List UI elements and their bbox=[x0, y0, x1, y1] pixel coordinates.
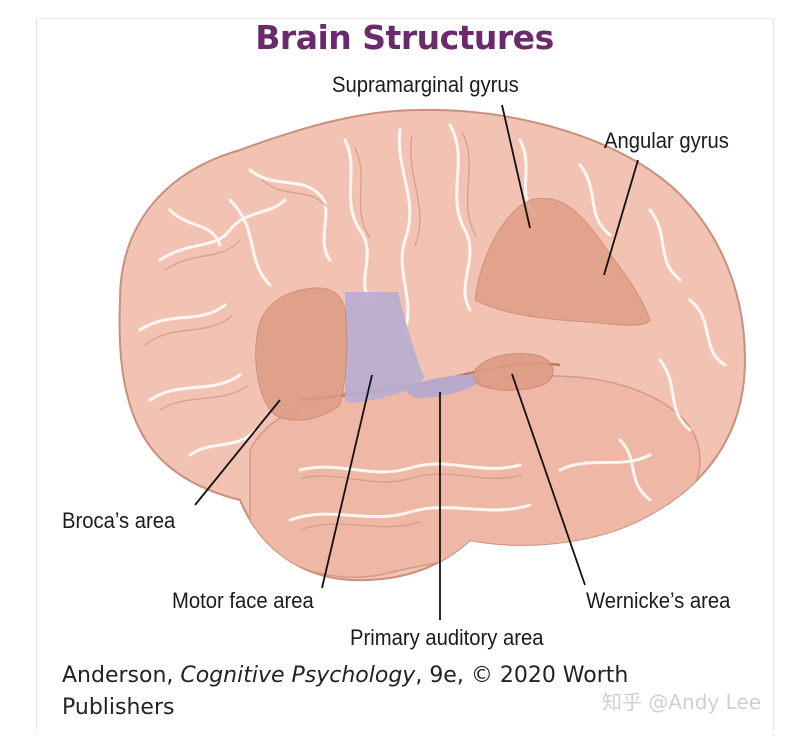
citation-edition: , 9e, © 2020 Worth bbox=[415, 663, 629, 688]
gyri-folds bbox=[138, 123, 727, 522]
label-supramarginal-gyrus: Supramarginal gyrus bbox=[332, 72, 519, 97]
citation-work: Cognitive Psychology bbox=[180, 663, 416, 688]
diagram-title: Brain Structures bbox=[255, 18, 554, 57]
angular-supramarginal-region bbox=[474, 197, 651, 326]
leader-angular bbox=[603, 159, 639, 276]
leader-motor-face bbox=[321, 374, 373, 589]
primary-auditory-region bbox=[405, 374, 485, 399]
broca-region bbox=[255, 287, 348, 421]
wernicke-region bbox=[473, 353, 554, 391]
motor-face-region bbox=[345, 292, 424, 403]
citation: Anderson, Cognitive Psychology, 9e, © 20… bbox=[62, 660, 702, 724]
label-broca-area: Broca’s area bbox=[62, 508, 176, 533]
leader-lines bbox=[194, 104, 639, 620]
figure-frame bbox=[36, 18, 774, 730]
leader-wernicke bbox=[511, 373, 586, 586]
leader-supramarginal bbox=[501, 104, 531, 229]
sulci-lines bbox=[144, 131, 523, 531]
citation-author: Anderson, bbox=[62, 663, 181, 688]
label-wernicke-area: Wernicke’s area bbox=[586, 588, 731, 613]
label-angular-gyrus: Angular gyrus bbox=[604, 128, 729, 153]
watermark: 知乎 @Andy Lee bbox=[602, 690, 762, 714]
citation-publisher: Publishers bbox=[62, 695, 175, 720]
label-primary-auditory-area: Primary auditory area bbox=[350, 625, 544, 650]
leader-broca bbox=[194, 399, 281, 506]
label-motor-face-area: Motor face area bbox=[172, 588, 314, 613]
